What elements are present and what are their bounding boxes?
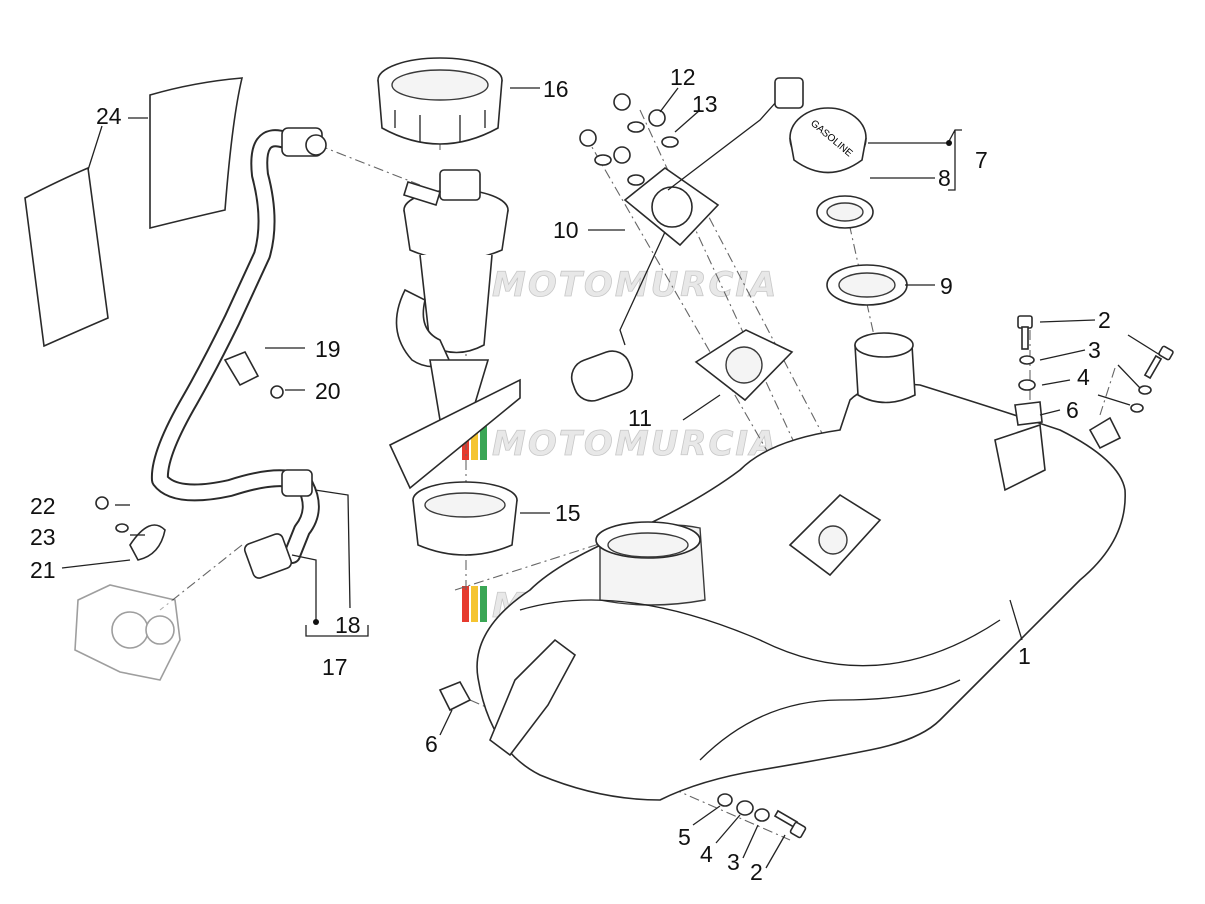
fuel-tank [476, 332, 1126, 801]
throttle-body [74, 584, 181, 681]
callout-labels: 1 2 2 3 3 4 4 5 6 6 7 8 9 10 11 12 13 15… [30, 64, 1111, 885]
callout-20: 20 [315, 378, 341, 404]
callout-7: 7 [975, 147, 988, 173]
callout-2: 2 [750, 859, 763, 885]
callout-6: 6 [1066, 397, 1079, 423]
watermark-text: MOTOMURCIA [492, 424, 778, 464]
callout-13: 13 [692, 91, 718, 117]
callout-6: 6 [425, 731, 438, 757]
cap-seals [816, 195, 908, 306]
callout-18: 18 [335, 612, 361, 638]
fuel-cap: GASOLINE [789, 107, 867, 174]
callout-17: 17 [322, 654, 348, 680]
callout-4: 4 [700, 841, 713, 867]
callout-11: 11 [628, 405, 652, 431]
fasteners [438, 315, 1174, 839]
fuel-pump [388, 169, 521, 490]
nuts-washers [579, 93, 679, 186]
callout-23: 23 [30, 524, 56, 550]
callout-leaders [61, 87, 1161, 869]
callout-4: 4 [1077, 364, 1090, 390]
callout-5: 5 [678, 824, 691, 850]
pump-ring-nut [377, 57, 503, 145]
decal-sheets [24, 77, 244, 348]
callout-19: 19 [315, 336, 341, 362]
sender-gasket [694, 329, 794, 402]
callout-16: 16 [543, 76, 569, 102]
callout-12: 12 [670, 64, 696, 90]
callout-3: 3 [727, 849, 740, 875]
watermark-text: MOTOMURCIA [492, 265, 778, 305]
pump-seal [412, 481, 518, 556]
callout-10: 10 [553, 217, 579, 243]
callout-24: 24 [96, 103, 122, 129]
watermark-middle: MOTOMURCIA [462, 424, 778, 464]
callout-21: 21 [30, 557, 56, 583]
small-clips [95, 350, 284, 561]
callout-1: 1 [1018, 643, 1031, 669]
callout-3: 3 [1088, 337, 1101, 363]
callout-22: 22 [30, 493, 56, 519]
fuel-hose [150, 127, 327, 579]
callout-8: 8 [938, 165, 951, 191]
callout-9: 9 [940, 273, 953, 299]
watermark-top: MOTOMURCIA [462, 265, 778, 305]
callout-2: 2 [1098, 307, 1111, 333]
callout-15: 15 [555, 500, 581, 526]
level-sender [570, 77, 804, 402]
